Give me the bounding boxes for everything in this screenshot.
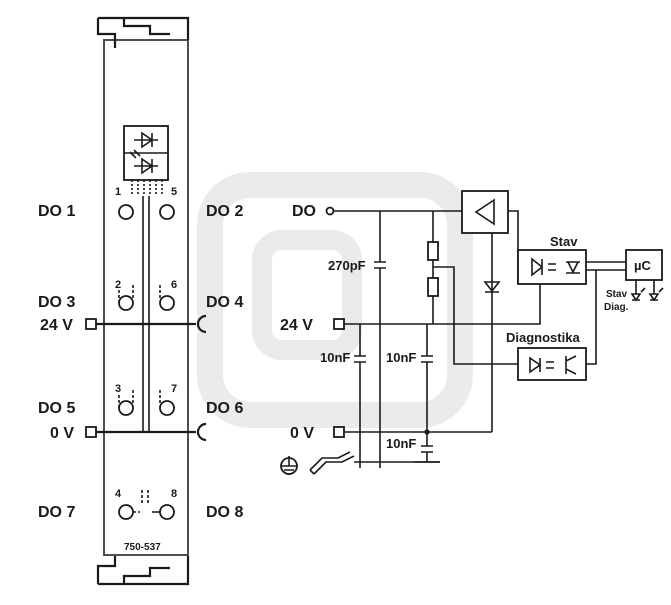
schematic-0v-label: 0 V xyxy=(290,425,314,442)
label-led-stav: Stav xyxy=(606,289,628,300)
label-led-diag: Diag. xyxy=(604,302,629,313)
pin-number-2: 2 xyxy=(115,279,121,291)
microcontroller xyxy=(625,249,664,302)
schematic-24v-label: 24 V xyxy=(280,317,313,334)
label-uc: µC xyxy=(634,258,651,273)
capacitor-10nf-b xyxy=(421,355,433,432)
label-do4: DO 4 xyxy=(206,294,243,311)
schematic-24v-line xyxy=(333,284,541,356)
resistor-divider xyxy=(427,241,518,365)
label-10nf-b: 10nF xyxy=(386,350,416,365)
part-number: 750-537 xyxy=(124,542,161,553)
pin-3 xyxy=(118,390,134,416)
rail-24v xyxy=(85,314,207,334)
label-diagnostika: Diagnostika xyxy=(506,330,580,345)
label-stav: Stav xyxy=(550,234,578,249)
label-do1: DO 1 xyxy=(38,203,75,220)
led-status-block xyxy=(123,125,169,196)
pin-4 xyxy=(118,490,149,520)
label-0v-module: 0 V xyxy=(50,425,74,442)
label-10nf-c: 10nF xyxy=(386,436,416,451)
label-10nf-a: 10nF xyxy=(320,350,350,365)
capacitor-10nf-a xyxy=(354,355,366,468)
pin-number-3: 3 xyxy=(115,383,121,395)
pin-number-6: 6 xyxy=(171,279,177,291)
schematic-0v-line xyxy=(333,426,492,438)
schematic-do-label: DO xyxy=(292,203,316,220)
label-270pf: 270pF xyxy=(328,258,366,273)
pin-number-5: 5 xyxy=(171,186,177,198)
label-do2: DO 2 xyxy=(206,203,243,220)
label-do5: DO 5 xyxy=(38,400,75,417)
watermark-logo xyxy=(197,172,473,428)
pin-number-1: 1 xyxy=(115,186,121,198)
label-do3: DO 3 xyxy=(38,294,75,311)
pin-7 xyxy=(159,390,175,416)
optocoupler-stav xyxy=(517,249,626,285)
pin-5 xyxy=(159,204,175,220)
ground-icon xyxy=(280,456,298,475)
pin-6 xyxy=(159,285,175,311)
capacitor-10nf-c xyxy=(414,429,440,463)
pin-number-4: 4 xyxy=(115,488,122,500)
pin-8 xyxy=(152,504,175,520)
label-do6: DO 6 xyxy=(206,400,243,417)
label-24v-module: 24 V xyxy=(40,317,73,334)
capacitor-270pf xyxy=(374,261,386,468)
rail-0v xyxy=(85,422,207,442)
output-driver xyxy=(461,190,509,432)
pin-2 xyxy=(118,285,134,311)
optocoupler-diagnostika xyxy=(517,270,597,381)
label-do7: DO 7 xyxy=(38,504,75,521)
pin-1 xyxy=(118,204,134,220)
pin-number-7: 7 xyxy=(171,383,177,395)
din-rail-icon xyxy=(309,451,440,475)
label-do8: DO 8 xyxy=(206,504,243,521)
pin-number-8: 8 xyxy=(171,488,177,500)
